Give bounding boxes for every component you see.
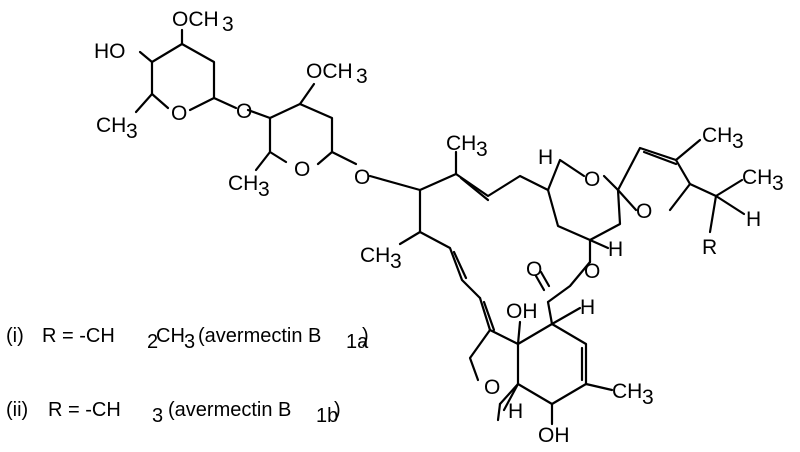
- atom-ch3-macro: CH: [360, 244, 390, 267]
- atom-ch3-bottom: CH: [612, 380, 642, 403]
- atom-o-lactone: O: [584, 260, 600, 283]
- atom-ch3-mid: CH: [446, 132, 476, 155]
- caption-i: (i) R = -CH 2 CH 3 (avermectin B 1a ): [6, 325, 369, 353]
- atom-ch3-left: CH: [96, 114, 126, 137]
- atom-oh-bottom: OH: [538, 424, 570, 447]
- atom-h-mid: H: [580, 296, 595, 319]
- caption-ii-name: (avermectin B: [168, 399, 291, 421]
- caption-i-name: (avermectin B: [198, 325, 321, 347]
- atom-ch3-2: CH: [228, 172, 258, 195]
- atom-h-right: H: [746, 208, 761, 231]
- atom-o-glyco1: O: [236, 100, 252, 123]
- atom-h-spiro: H: [538, 146, 553, 169]
- atom-sub3-i: 3: [642, 386, 654, 409]
- atom-och3-2: OCH: [306, 60, 353, 83]
- atom-ho: HO: [94, 40, 126, 63]
- sugar-ring-1: [134, 28, 238, 114]
- sugar-ring-2: [246, 82, 358, 172]
- caption-ii-sub: 1b: [316, 405, 338, 427]
- atom-sub3-h: 3: [390, 250, 402, 273]
- lactone-bonds: [534, 260, 592, 326]
- atom-sub3-e: 3: [476, 138, 488, 161]
- caption-i-prefix: R = -CH: [42, 325, 115, 347]
- spiroketal-bonds: [546, 138, 746, 264]
- atom-o-furan: O: [484, 376, 500, 399]
- atom-sub3-g: 3: [772, 172, 784, 195]
- caption-ii-sub3: 3: [152, 405, 163, 427]
- atom-sub3-c: 3: [356, 65, 368, 88]
- atom-o-ring1: O: [171, 102, 187, 125]
- atom-och3-top: OCH: [172, 8, 219, 31]
- caption-ii-prefix: R = -CH: [48, 399, 121, 421]
- atom-o-ring2: O: [294, 158, 310, 181]
- atom-ch3-right: CH: [742, 166, 772, 189]
- caption-ii-number: (ii): [6, 399, 28, 421]
- atom-o-carbonyl: O: [526, 258, 542, 281]
- atom-oh-mid: OH: [506, 300, 538, 323]
- caption-i-number: (i): [6, 325, 24, 347]
- atom-sub3-d: 3: [258, 178, 270, 201]
- caption-i-sub: 1a: [346, 331, 369, 353]
- caption-i-sub2: 2: [147, 331, 158, 353]
- caption-i-mid: CH: [156, 325, 185, 347]
- caption-i-close: ): [362, 325, 369, 347]
- atom-h-lactone: H: [608, 238, 623, 261]
- atom-o-glyco2: O: [354, 166, 370, 189]
- atom-o-spiro1: O: [584, 168, 600, 191]
- atom-sub3-f: 3: [732, 130, 744, 153]
- atom-sub3-b: 3: [126, 120, 138, 143]
- atom-ch3-right-top: CH: [702, 124, 732, 147]
- atom-r: R: [702, 236, 717, 259]
- atom-sub3-a: 3: [222, 13, 234, 36]
- caption-ii-close: ): [334, 399, 341, 421]
- caption-ii: (ii) R = -CH 3 (avermectin B 1b ): [6, 399, 341, 427]
- macrocycle-bonds: [368, 150, 550, 332]
- caption-i-sub3: 3: [184, 331, 195, 353]
- benzofuran-bonds: [468, 306, 614, 426]
- atom-h-bottom: H: [508, 400, 523, 423]
- atom-o-spiro2: O: [636, 200, 652, 223]
